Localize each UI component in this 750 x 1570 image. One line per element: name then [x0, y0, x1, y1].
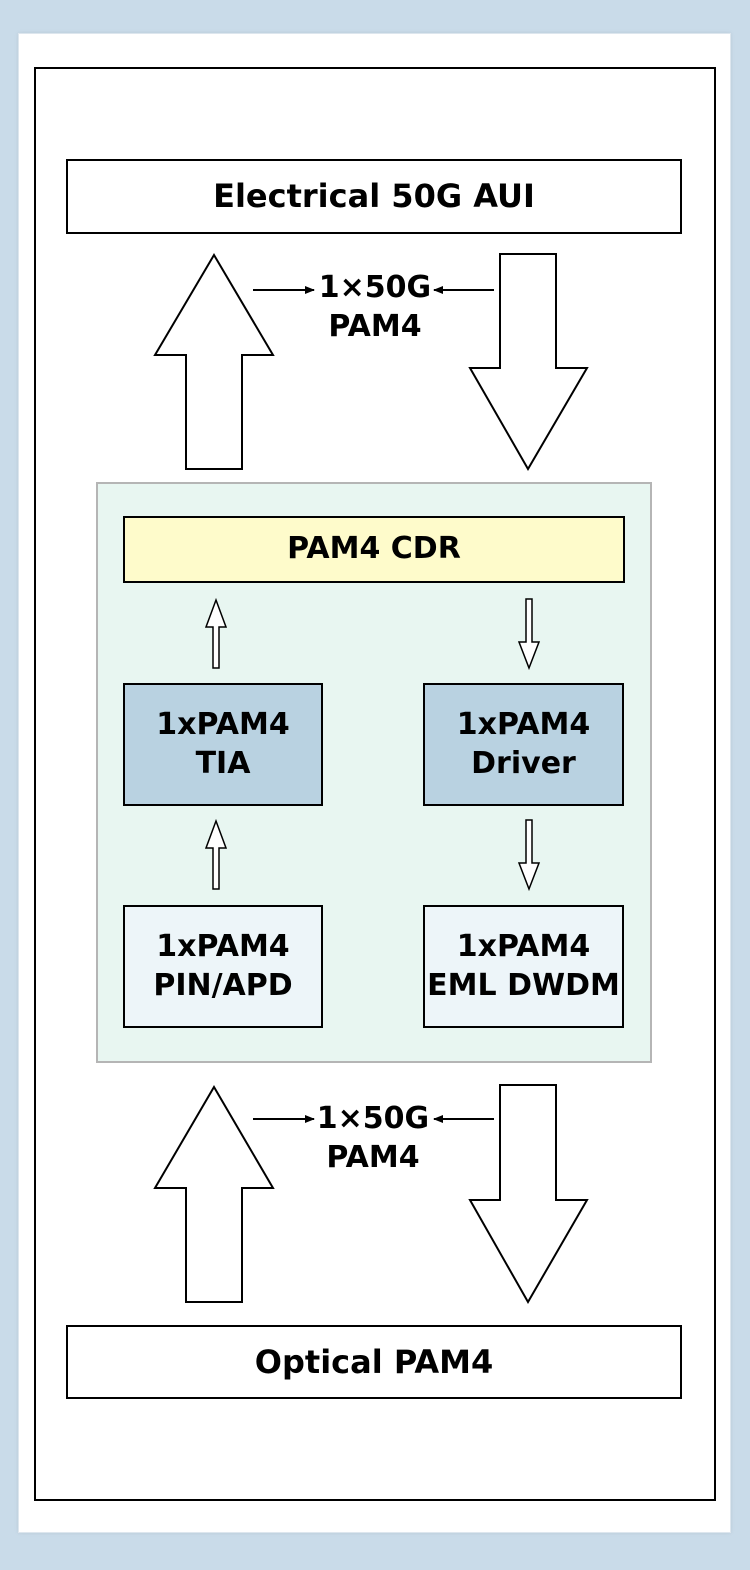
tia-label-line2: TIA: [195, 745, 251, 781]
pin-apd-label-line2: PIN/APD: [153, 967, 293, 1003]
pam4-cdr-label: PAM4 CDR: [287, 531, 461, 567]
optical-pam4-block: Optical PAM4: [66, 1325, 682, 1399]
bottom-link-rate: 1×50G: [316, 1101, 430, 1136]
top-link-modulation: PAM4: [328, 309, 422, 344]
tia-label-line1: 1xPAM4: [156, 707, 290, 743]
bottom-link-label: 1×50G PAM4: [298, 1099, 448, 1177]
cdr-to-driver-arrow: [517, 598, 541, 671]
driver-label-line1: 1xPAM4: [456, 707, 591, 743]
driver-to-eml-arrow: [517, 819, 541, 892]
bottom-down-block-arrow: [468, 1084, 589, 1305]
bottom-link-modulation: PAM4: [326, 1140, 420, 1175]
top-down-block-arrow: [468, 253, 589, 471]
electrical-aui-block: Electrical 50G AUI: [66, 159, 682, 234]
eml-dwdm-label-line1: 1xPAM4: [456, 929, 591, 965]
top-link-label: 1×50G PAM4: [300, 268, 450, 346]
eml-dwdm-label-line2: EML DWDM: [427, 967, 620, 1003]
tia-block: 1xPAM4 TIA: [123, 683, 323, 806]
eml-dwdm-block: 1xPAM4 EML DWDM: [423, 905, 624, 1028]
electrical-aui-label: Electrical 50G AUI: [213, 177, 535, 216]
top-up-block-arrow: [153, 253, 275, 470]
driver-block: 1xPAM4 Driver: [423, 683, 624, 806]
top-link-rate: 1×50G: [318, 270, 432, 305]
pin-apd-block: 1xPAM4 PIN/APD: [123, 905, 323, 1028]
optical-pam4-label: Optical PAM4: [254, 1342, 494, 1381]
pam4-cdr-block: PAM4 CDR: [123, 516, 625, 583]
pin-to-tia-arrow: [204, 818, 228, 890]
driver-label-line2: Driver: [471, 745, 576, 781]
pin-apd-label-line1: 1xPAM4: [156, 929, 290, 965]
tia-to-cdr-arrow: [204, 597, 228, 669]
bottom-up-block-arrow: [153, 1085, 275, 1303]
